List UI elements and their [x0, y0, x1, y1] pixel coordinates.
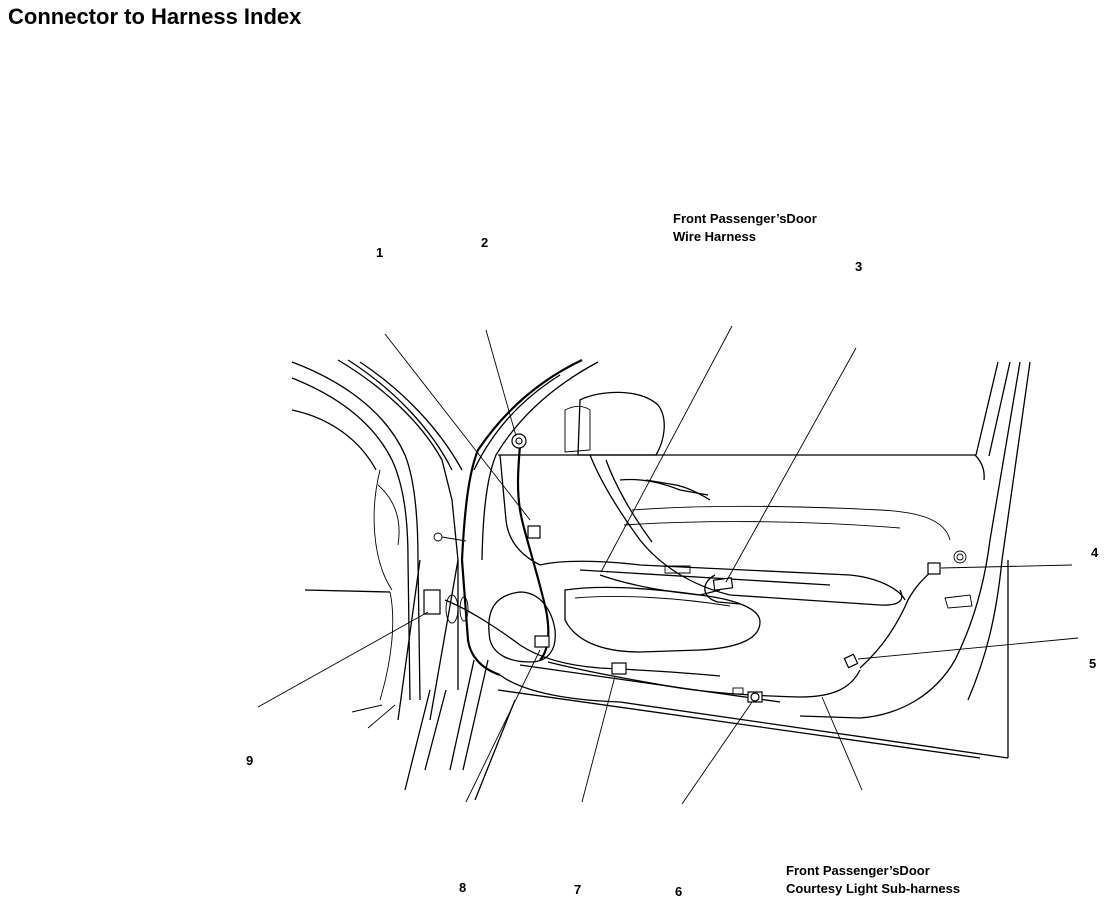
door-body	[474, 361, 1031, 801]
leader-door-wire-harness	[600, 325, 733, 573]
leader-7	[581, 675, 616, 803]
door-wire-harness-label: Front Passenger’sDoor Wire Harness	[673, 210, 817, 246]
callout-8: 8	[459, 880, 467, 895]
body-pillar	[291, 359, 489, 791]
connector-7	[611, 662, 627, 675]
callout-3: 3	[855, 259, 863, 274]
callout-1: 1	[376, 245, 384, 260]
connector-1	[527, 525, 541, 539]
door-wire-harness-label-line1: Front Passenger’sDoor	[673, 211, 817, 226]
leader-5	[857, 637, 1079, 660]
leader-3	[725, 347, 857, 583]
connector-5	[843, 653, 859, 669]
door-mirror	[564, 391, 665, 456]
courtesy-light-label-line2: Courtesy Light Sub-harness	[786, 881, 961, 896]
page-title: Connector to Harness Index	[8, 4, 302, 29]
callout-7: 7	[574, 882, 582, 897]
leader-courtesy-light	[821, 696, 863, 791]
leader-1	[384, 333, 531, 521]
connector-4	[927, 562, 941, 575]
leader-8	[465, 649, 541, 803]
leader-lines	[257, 325, 1079, 805]
callout-4: 4	[1091, 545, 1099, 560]
connector-9	[423, 589, 441, 615]
leader-2	[485, 329, 517, 437]
callout-2: 2	[481, 235, 489, 250]
speaker-recess	[488, 591, 556, 663]
door-wire-harness-label-line2: Wire Harness	[673, 229, 756, 244]
callout-5: 5	[1089, 656, 1097, 671]
connector-3	[712, 577, 734, 591]
connectors	[423, 433, 973, 703]
callout-6: 6	[675, 884, 683, 899]
courtesy-light-sub-harness-label: Front Passenger’sDoor Courtesy Light Sub…	[786, 862, 960, 898]
callout-9: 9	[246, 753, 254, 768]
door-front-frame	[460, 359, 599, 677]
leader-4	[940, 564, 1073, 569]
leader-9	[257, 611, 429, 708]
courtesy-light-label-line1: Front Passenger’sDoor	[786, 863, 930, 878]
door-trim	[539, 454, 951, 653]
connector-8	[534, 635, 550, 648]
leader-6	[681, 701, 753, 805]
